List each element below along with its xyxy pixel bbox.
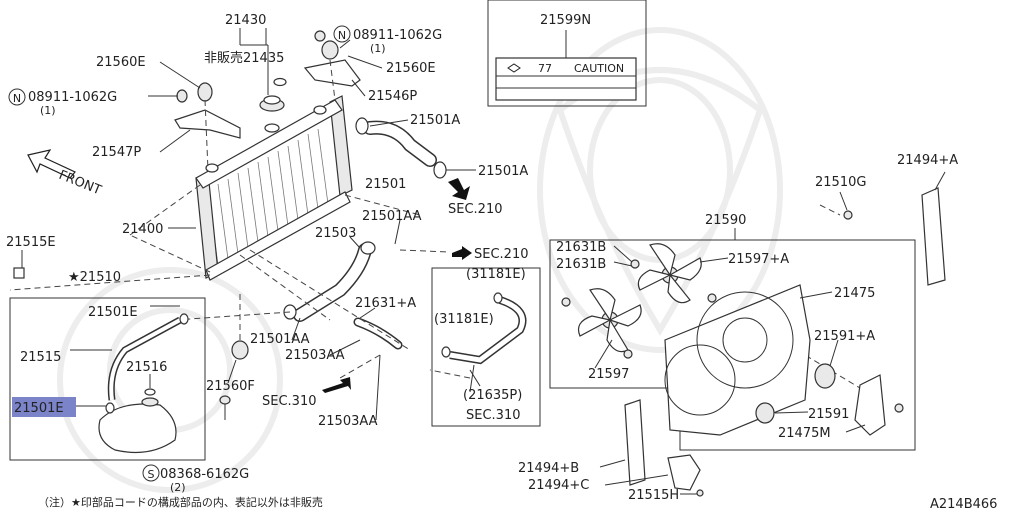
label-21501A-2: 21501A: [478, 164, 528, 179]
label-08911-left: 08911-1062G: [28, 90, 117, 105]
labels: 21430 非販売 21435 08911-1062G (1) 21599N 7…: [6, 13, 997, 511]
label-sec310-1: SEC.310: [262, 394, 317, 409]
label-21501AA-mid: 21501AA: [250, 332, 310, 347]
arrow-sec310: [322, 377, 351, 393]
label-21494A: 21494+A: [897, 153, 958, 168]
label-21503AA-2: 21503AA: [318, 414, 378, 429]
label-21494C: 21494+C: [528, 478, 589, 493]
label-31181E-1: (31181E): [466, 267, 526, 282]
front-arrow: [27, 149, 76, 179]
label-21631B-2: 21631B: [556, 257, 606, 272]
mount-21560F: [231, 340, 249, 360]
label-21515E: 21515E: [6, 235, 56, 250]
label-21501: 21501: [365, 177, 406, 192]
label-21515: 21515: [20, 350, 61, 365]
label-21597: 21597: [588, 367, 629, 382]
fan-shroud-21475: [664, 284, 811, 436]
side-bracket-21494B: [624, 399, 646, 486]
label-qty2: (2): [170, 481, 186, 494]
label-21503AA-1: 21503AA: [285, 348, 345, 363]
n-symbol-left: N: [8, 88, 26, 106]
fan-21597: [577, 288, 642, 353]
diagram-code: A214B466: [930, 497, 997, 511]
radiator-cap: [239, 28, 287, 112]
fan-shroud-box: [549, 239, 916, 451]
side-bracket-21494A: [921, 187, 946, 286]
svg-text:N: N: [13, 92, 21, 105]
label-21501A-1: 21501A: [410, 113, 460, 128]
lower-hose-21503: [283, 241, 376, 322]
label-caution-text: CAUTION: [574, 62, 624, 75]
label-21501E-highlight: 21501E: [14, 401, 64, 416]
label-21546P: 21546P: [368, 89, 417, 104]
label-21631B-1: 21631B: [556, 240, 606, 255]
label-qty1-left: (1): [40, 104, 56, 117]
label-08911-top: 08911-1062G: [353, 28, 442, 43]
label-21503: 21503: [315, 226, 356, 241]
label-21547P: 21547P: [92, 145, 141, 160]
label-21475M: 21475M: [778, 426, 831, 441]
label-21435: 21435: [243, 51, 284, 66]
hose-21631A: [353, 317, 403, 350]
motor-21591A: [814, 363, 836, 389]
label-21560E-right: 21560E: [386, 61, 436, 76]
arrow-sec210-1: [448, 178, 470, 200]
sec310-box: [431, 267, 541, 427]
footnote: （注）★印部品コードの構成部品の内、表記以外は非販売: [38, 495, 323, 509]
label-21501AA-top: 21501AA: [362, 209, 422, 224]
label-21516: 21516: [126, 360, 167, 375]
label-21510: ★21510: [68, 270, 121, 285]
label-leaders: [21, 39, 946, 495]
label-21631A: 21631+A: [355, 296, 416, 311]
svg-text:S: S: [148, 468, 155, 481]
motor-21591: [755, 402, 775, 424]
label-qty1-top: (1): [370, 42, 386, 55]
highlight-21501E[interactable]: [12, 397, 76, 417]
label-21510G: 21510G: [815, 175, 866, 190]
label-08368: 08368-6162G: [160, 467, 249, 482]
upper-hose-21501: [355, 117, 447, 179]
upper-mount-brackets: [174, 30, 361, 171]
label-front: FRONT: [57, 168, 104, 199]
reservoir-box: [9, 297, 206, 461]
label-caution-num: 77: [538, 62, 552, 75]
n-symbol-top: N: [333, 25, 351, 43]
label-21591A: 21591+A: [814, 329, 875, 344]
label-21515H: 21515H: [628, 488, 679, 503]
leader-dashes: [9, 184, 881, 401]
label-21597A: 21597+A: [728, 252, 789, 267]
label-21591: 21591: [808, 407, 849, 422]
bracket-21475M: [854, 374, 886, 436]
radiator-21400: [195, 95, 353, 281]
clip-21515E: [13, 267, 25, 279]
caution-label-box: [487, 0, 647, 107]
label-21501E-top: 21501E: [88, 305, 138, 320]
label-sec310-2: SEC.310: [466, 408, 521, 423]
label-21475: 21475: [834, 286, 875, 301]
label-21400: 21400: [122, 222, 163, 237]
bolt-08368: [219, 395, 231, 420]
label-sec210-1: SEC.210: [448, 202, 503, 217]
label-21430: 21430: [225, 13, 266, 28]
label-31181E-2: (31181E): [434, 312, 494, 327]
small-bolts: [561, 210, 904, 497]
fan-21597A: [637, 243, 702, 304]
hose-21635P: [441, 292, 527, 365]
reservoir-tank-21510: [98, 313, 189, 454]
arrow-sec210-2: [452, 246, 472, 260]
s-symbol: S: [142, 464, 160, 482]
label-21494B: 21494+B: [518, 461, 579, 476]
bracket-21494C: [667, 454, 701, 491]
label-21599N: 21599N: [540, 13, 591, 28]
label-not-sold: 非販売: [204, 50, 243, 66]
label-21560E-left: 21560E: [96, 55, 146, 70]
label-21590: 21590: [705, 213, 746, 228]
label-sec210-2: SEC.210: [474, 247, 529, 262]
label-21635P: (21635P): [463, 388, 522, 403]
label-21560F: 21560F: [206, 379, 255, 394]
svg-text:N: N: [338, 29, 346, 42]
